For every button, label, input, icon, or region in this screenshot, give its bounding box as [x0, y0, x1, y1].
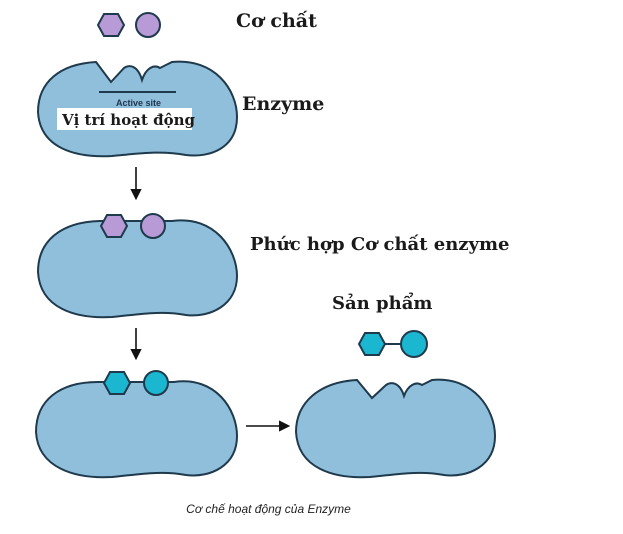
active-site-vi-label: Vị trí hoạt động: [61, 111, 195, 129]
substrate-label: Cơ chất: [236, 10, 317, 32]
enzyme-label: Enzyme: [242, 93, 324, 115]
bound-product: [102, 370, 169, 396]
enzyme-shape-released: [294, 378, 497, 479]
bound-substrate: [99, 213, 166, 239]
enzyme-shape-product-complex: [34, 380, 239, 479]
figure-caption: Cơ chế hoạt động của Enzyme: [186, 502, 351, 516]
product-label: Sản phẩm: [332, 290, 432, 314]
enzyme-shape-complex: [36, 219, 239, 319]
active-site-label: Active site: [116, 98, 161, 108]
active-site-vi-box: [57, 108, 192, 130]
product-molecule: [357, 330, 428, 358]
substrate-molecule: [96, 12, 161, 38]
complex-label: Phức hợp Cơ chất enzyme: [250, 233, 510, 255]
